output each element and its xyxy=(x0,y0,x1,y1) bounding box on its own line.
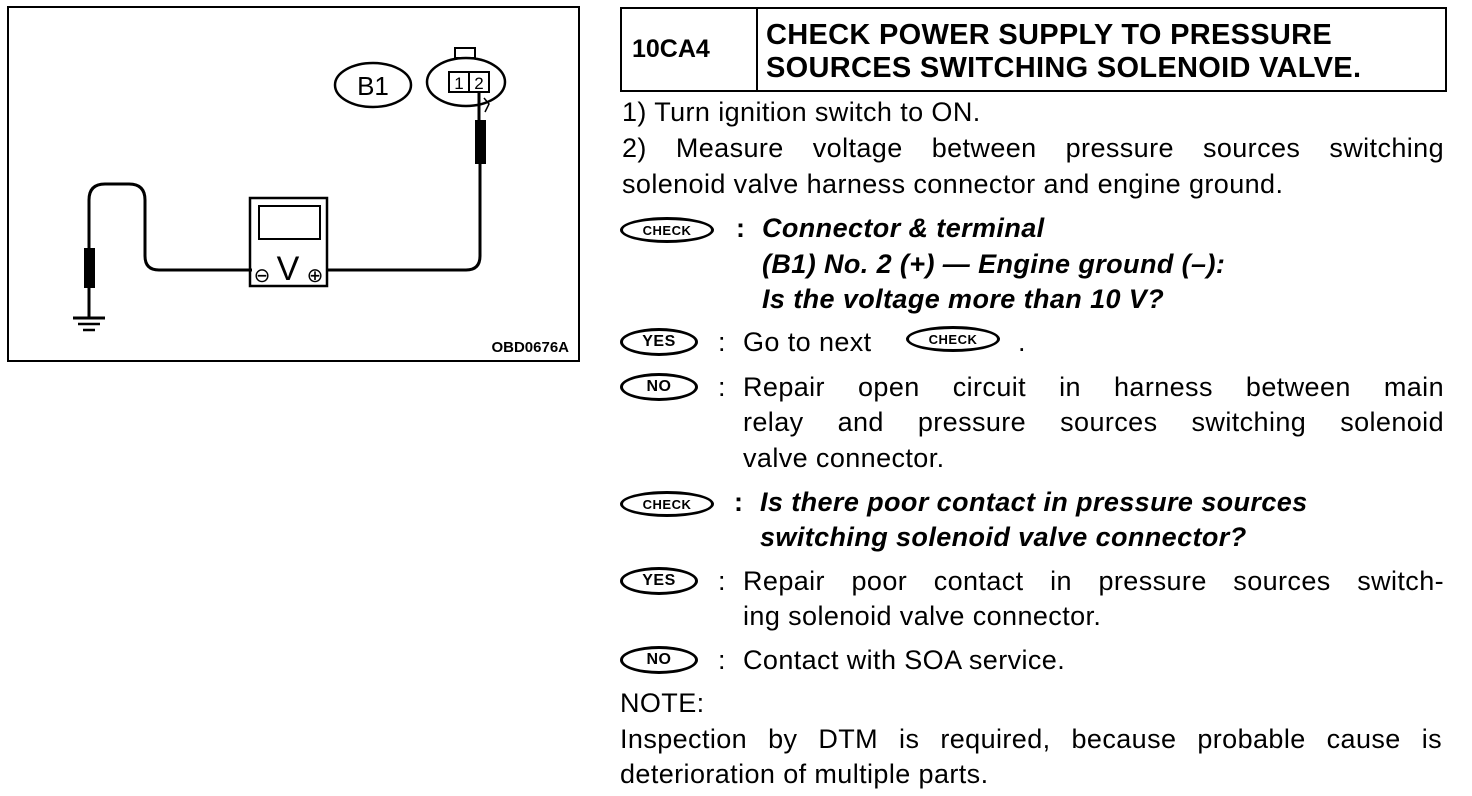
check-badge-1: CHECK xyxy=(620,217,714,243)
yes-badge-2: YES xyxy=(620,567,698,595)
no-1-line-2: relay and pressure sources switching sol… xyxy=(743,407,1444,437)
step-title-line-1: CHECK POWER SUPPLY TO PRESSURE xyxy=(766,19,1333,51)
check-1-colon: : xyxy=(736,213,745,243)
positive-probe xyxy=(475,120,486,164)
connector-latch xyxy=(454,47,476,59)
check-1-line-3: Is the voltage more than 10 V? xyxy=(762,284,1165,314)
check-1-line-1: Connector & terminal xyxy=(762,213,1045,243)
yes-2-line-2: ing solenoid valve connector. xyxy=(743,601,1102,631)
check-badge-inline: CHECK xyxy=(906,326,1000,352)
minus-terminal-icon: ⊖ xyxy=(254,265,271,287)
note-line-1: Inspection by DTM is required, because p… xyxy=(620,724,1442,754)
note-line-2: deterioration of multiple parts. xyxy=(620,759,989,789)
step-2-line-2: solenoid valve harness connector and eng… xyxy=(622,169,1284,199)
yes-badge-1: YES xyxy=(620,328,698,356)
wiring-diagram: B1 1 2 V ⊖ ⊕ OBD0676A xyxy=(7,6,580,362)
no-1-colon: : xyxy=(718,372,726,402)
no-1-line-3: valve connector. xyxy=(743,443,945,473)
connector-body xyxy=(425,56,507,108)
step-title: CHECK POWER SUPPLY TO PRESSURE SOURCES S… xyxy=(758,9,1445,90)
no-badge-1: NO xyxy=(620,373,698,401)
check-2-line-1: Is there poor contact in pressure source… xyxy=(760,487,1308,517)
check-2-colon: : xyxy=(734,487,743,517)
check-badge-2: CHECK xyxy=(620,491,714,517)
positive-lead xyxy=(317,164,482,272)
negative-lead xyxy=(87,182,252,272)
yes-2-line-1: Repair poor contact in pressure sources … xyxy=(743,566,1444,596)
yes-2-colon: : xyxy=(718,566,726,596)
voltmeter-display xyxy=(258,205,321,240)
check-1-line-2: (B1) No. 2 (+) — Engine ground (–): xyxy=(762,249,1226,279)
yes-1-text: Go to next xyxy=(743,327,872,357)
step-2-line-1: 2) Measure voltage between pressure sour… xyxy=(622,133,1444,163)
voltmeter-symbol: V xyxy=(277,250,300,288)
step-title-line-2: SOURCES SWITCHING SOLENOID VALVE. xyxy=(766,52,1362,84)
plus-terminal-icon: ⊕ xyxy=(307,265,324,287)
pin-2-label: 2 xyxy=(474,74,483,93)
no-badge-2: NO xyxy=(620,646,698,674)
pin-1-label: 1 xyxy=(454,74,463,93)
voltmeter xyxy=(248,196,329,288)
check-2-line-2: switching solenoid valve connector? xyxy=(760,522,1247,552)
no-1-line-1: Repair open circuit in harness between m… xyxy=(743,372,1444,402)
note-label: NOTE: xyxy=(620,688,705,718)
no-2-colon: : xyxy=(718,645,726,675)
figure-code: OBD0676A xyxy=(491,339,569,356)
connector-label: B1 xyxy=(357,71,389,101)
yes-1-colon: : xyxy=(718,327,726,357)
ground-icon xyxy=(73,316,105,332)
step-code: 10CA4 xyxy=(622,9,758,90)
step-header: 10CA4 CHECK POWER SUPPLY TO PRESSURE SOU… xyxy=(620,7,1447,92)
yes-1-tail: . xyxy=(1018,327,1026,357)
step-1: 1) Turn ignition switch to ON. xyxy=(622,97,981,127)
connector-label-ellipse xyxy=(333,61,413,109)
negative-probe xyxy=(84,248,95,288)
no-2-text: Contact with SOA service. xyxy=(743,645,1066,675)
diagram-drawing: B1 1 2 V ⊖ ⊕ OBD0676A xyxy=(73,47,569,356)
